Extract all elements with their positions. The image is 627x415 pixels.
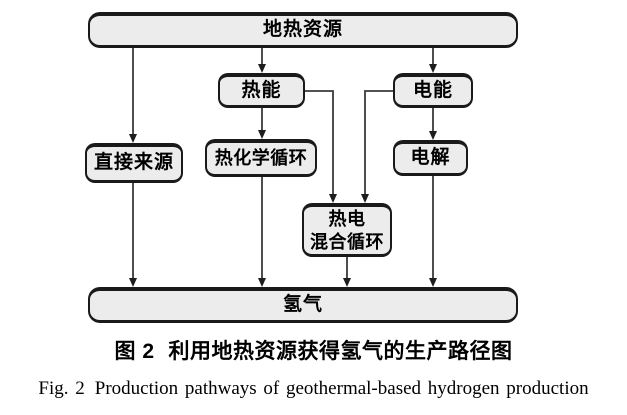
node-label-line1: 热电 bbox=[328, 208, 366, 229]
caption-zh-number: 图 2 bbox=[114, 340, 155, 363]
node-thermochemical-cycle: 热化学循环 bbox=[205, 139, 317, 177]
node-thermal-energy: 热能 bbox=[218, 73, 305, 108]
caption-figure-zh: 图 2 利用地热资源获得氢气的生产路径图 bbox=[0, 335, 627, 365]
node-label-line2: 混合循环 bbox=[310, 231, 384, 252]
node-label: 氢气 bbox=[282, 294, 323, 316]
node-label: 电能 bbox=[412, 79, 453, 101]
caption-zh-title: 利用地热资源获得氢气的生产路径图 bbox=[168, 340, 513, 363]
arrowhead-icon bbox=[258, 64, 266, 73]
arrowhead-icon bbox=[258, 278, 266, 287]
arrowhead-icon bbox=[258, 130, 266, 139]
caption-figure-en: Fig. 2 Production pathways of geothermal-… bbox=[0, 378, 627, 400]
arrowhead-icon bbox=[129, 278, 137, 287]
node-label: 地热资源 bbox=[262, 19, 343, 41]
node-label: 热能 bbox=[241, 79, 282, 101]
caption-en-title: Production pathways of geothermal-based … bbox=[94, 378, 589, 399]
node-label: 直接来源 bbox=[93, 152, 174, 174]
arrowhead-icon bbox=[129, 134, 137, 143]
node-electrolysis: 电解 bbox=[393, 140, 468, 176]
arrowhead-icon bbox=[361, 194, 369, 203]
arrowhead-icon bbox=[429, 64, 437, 73]
node-label: 热化学循环 bbox=[214, 147, 308, 168]
node-geothermal-resources: 地热资源 bbox=[88, 12, 518, 48]
node-direct-source: 直接来源 bbox=[85, 143, 183, 183]
node-thermoelectric-hybrid-cycle: 热电 混合循环 bbox=[302, 203, 392, 257]
edge-electric-to-hybrid bbox=[364, 90, 393, 194]
node-hydrogen: 氢气 bbox=[88, 287, 518, 323]
node-label: 电解 bbox=[410, 147, 451, 169]
arrowhead-icon bbox=[429, 131, 437, 140]
arrowhead-icon bbox=[343, 278, 351, 287]
arrowhead-icon bbox=[329, 194, 337, 203]
arrowhead-icon bbox=[429, 278, 437, 287]
caption-en-number: Fig. 2 bbox=[38, 378, 85, 399]
node-electric-energy: 电能 bbox=[393, 73, 473, 108]
